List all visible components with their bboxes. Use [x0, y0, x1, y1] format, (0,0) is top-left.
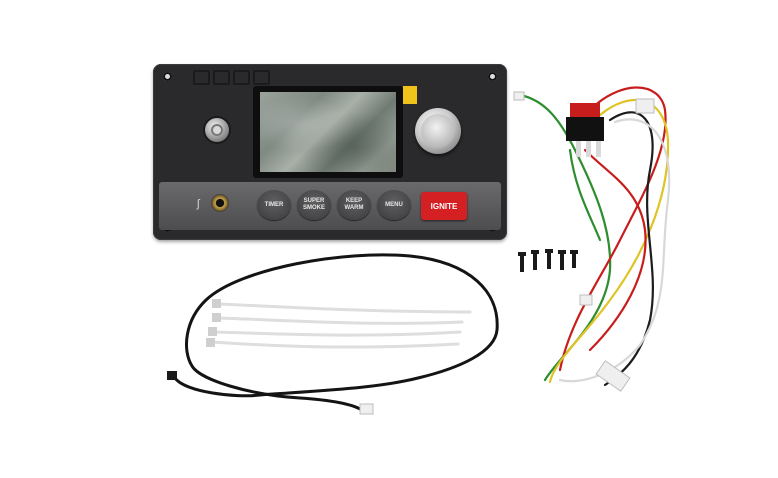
power-button[interactable]: [205, 118, 229, 142]
cable-connector: [167, 371, 177, 380]
button-strip: ʃ TIMER SUPER SMOKE KEEP WARM MENU IGNIT…: [159, 182, 501, 230]
wire-connector: [635, 98, 655, 114]
wire-connector: [595, 360, 631, 392]
probe-icon: ʃ: [197, 198, 200, 210]
protective-tape-tab: [403, 86, 417, 104]
selector-knob[interactable]: [415, 108, 461, 154]
ignite-button[interactable]: IGNITE: [421, 192, 467, 220]
keep-warm-button[interactable]: KEEP WARM: [337, 190, 371, 220]
probe-extension-cable: [173, 253, 499, 412]
screws: [518, 249, 578, 272]
screen-protector-film: [260, 92, 396, 172]
probe-jack[interactable]: [211, 194, 229, 212]
brand-logo: [193, 69, 270, 85]
mount-hole: [488, 72, 497, 81]
controller-panel: ʃ TIMER SUPER SMOKE KEEP WARM MENU IGNIT…: [153, 64, 507, 240]
super-smoke-button[interactable]: SUPER SMOKE: [297, 190, 331, 220]
rocker-switch: [570, 103, 600, 119]
wire-connector: [579, 294, 593, 306]
lcd-screen: [253, 86, 403, 178]
mount-hole: [163, 72, 172, 81]
zip-ties: [210, 302, 472, 349]
cable-connector: [359, 403, 374, 415]
timer-button[interactable]: TIMER: [257, 190, 291, 220]
menu-button[interactable]: MENU: [377, 190, 411, 220]
wire-connector: [513, 91, 525, 101]
